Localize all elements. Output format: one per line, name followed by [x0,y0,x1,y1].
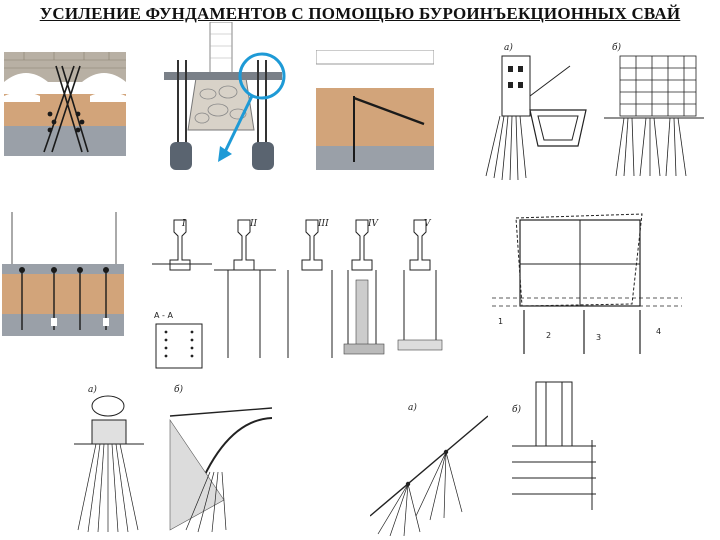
pile-label-4: 4 [656,327,661,336]
arch-foundation-diagram [4,30,126,156]
stage-ii-label: II [249,219,258,229]
pile-label-3: 3 [596,333,601,342]
pile-label-1: 1 [498,317,503,326]
pile-reinforcement-diagram [158,22,290,184]
page-title: УСИЛЕНИЕ ФУНДАМЕНТОВ С ПОМОЩЬЮ БУРОИНЪЕК… [39,4,681,23]
section-label: А - А [154,311,173,320]
building-piles-diagram: а) б) [474,36,706,186]
pier-label-b: б) [174,384,183,395]
slope-label-a: а) [408,402,417,413]
stage-i-label: I [181,219,186,229]
slope-anchors-diagram: а) [370,396,488,536]
stage-v-label: V [424,219,432,229]
stage-iii-label: III [317,219,329,229]
wall-layers-diagram: б) [504,380,608,520]
pier-label-a: а) [88,384,97,395]
stage-iv-label: IV [367,219,380,229]
label-a: а) [504,42,513,53]
pile-label-2: 2 [546,331,551,340]
bridge-pier-diagram: а) б) [74,380,272,536]
column-stages-diagram: I II III IV V А - А [152,214,448,378]
wall-label-b: б) [512,404,521,415]
frame-settlement-diagram: 1 2 3 4 [492,212,682,354]
slab-piles-diagram [2,212,124,336]
anchor-wall-diagram [316,50,434,170]
label-b: б) [612,42,621,53]
